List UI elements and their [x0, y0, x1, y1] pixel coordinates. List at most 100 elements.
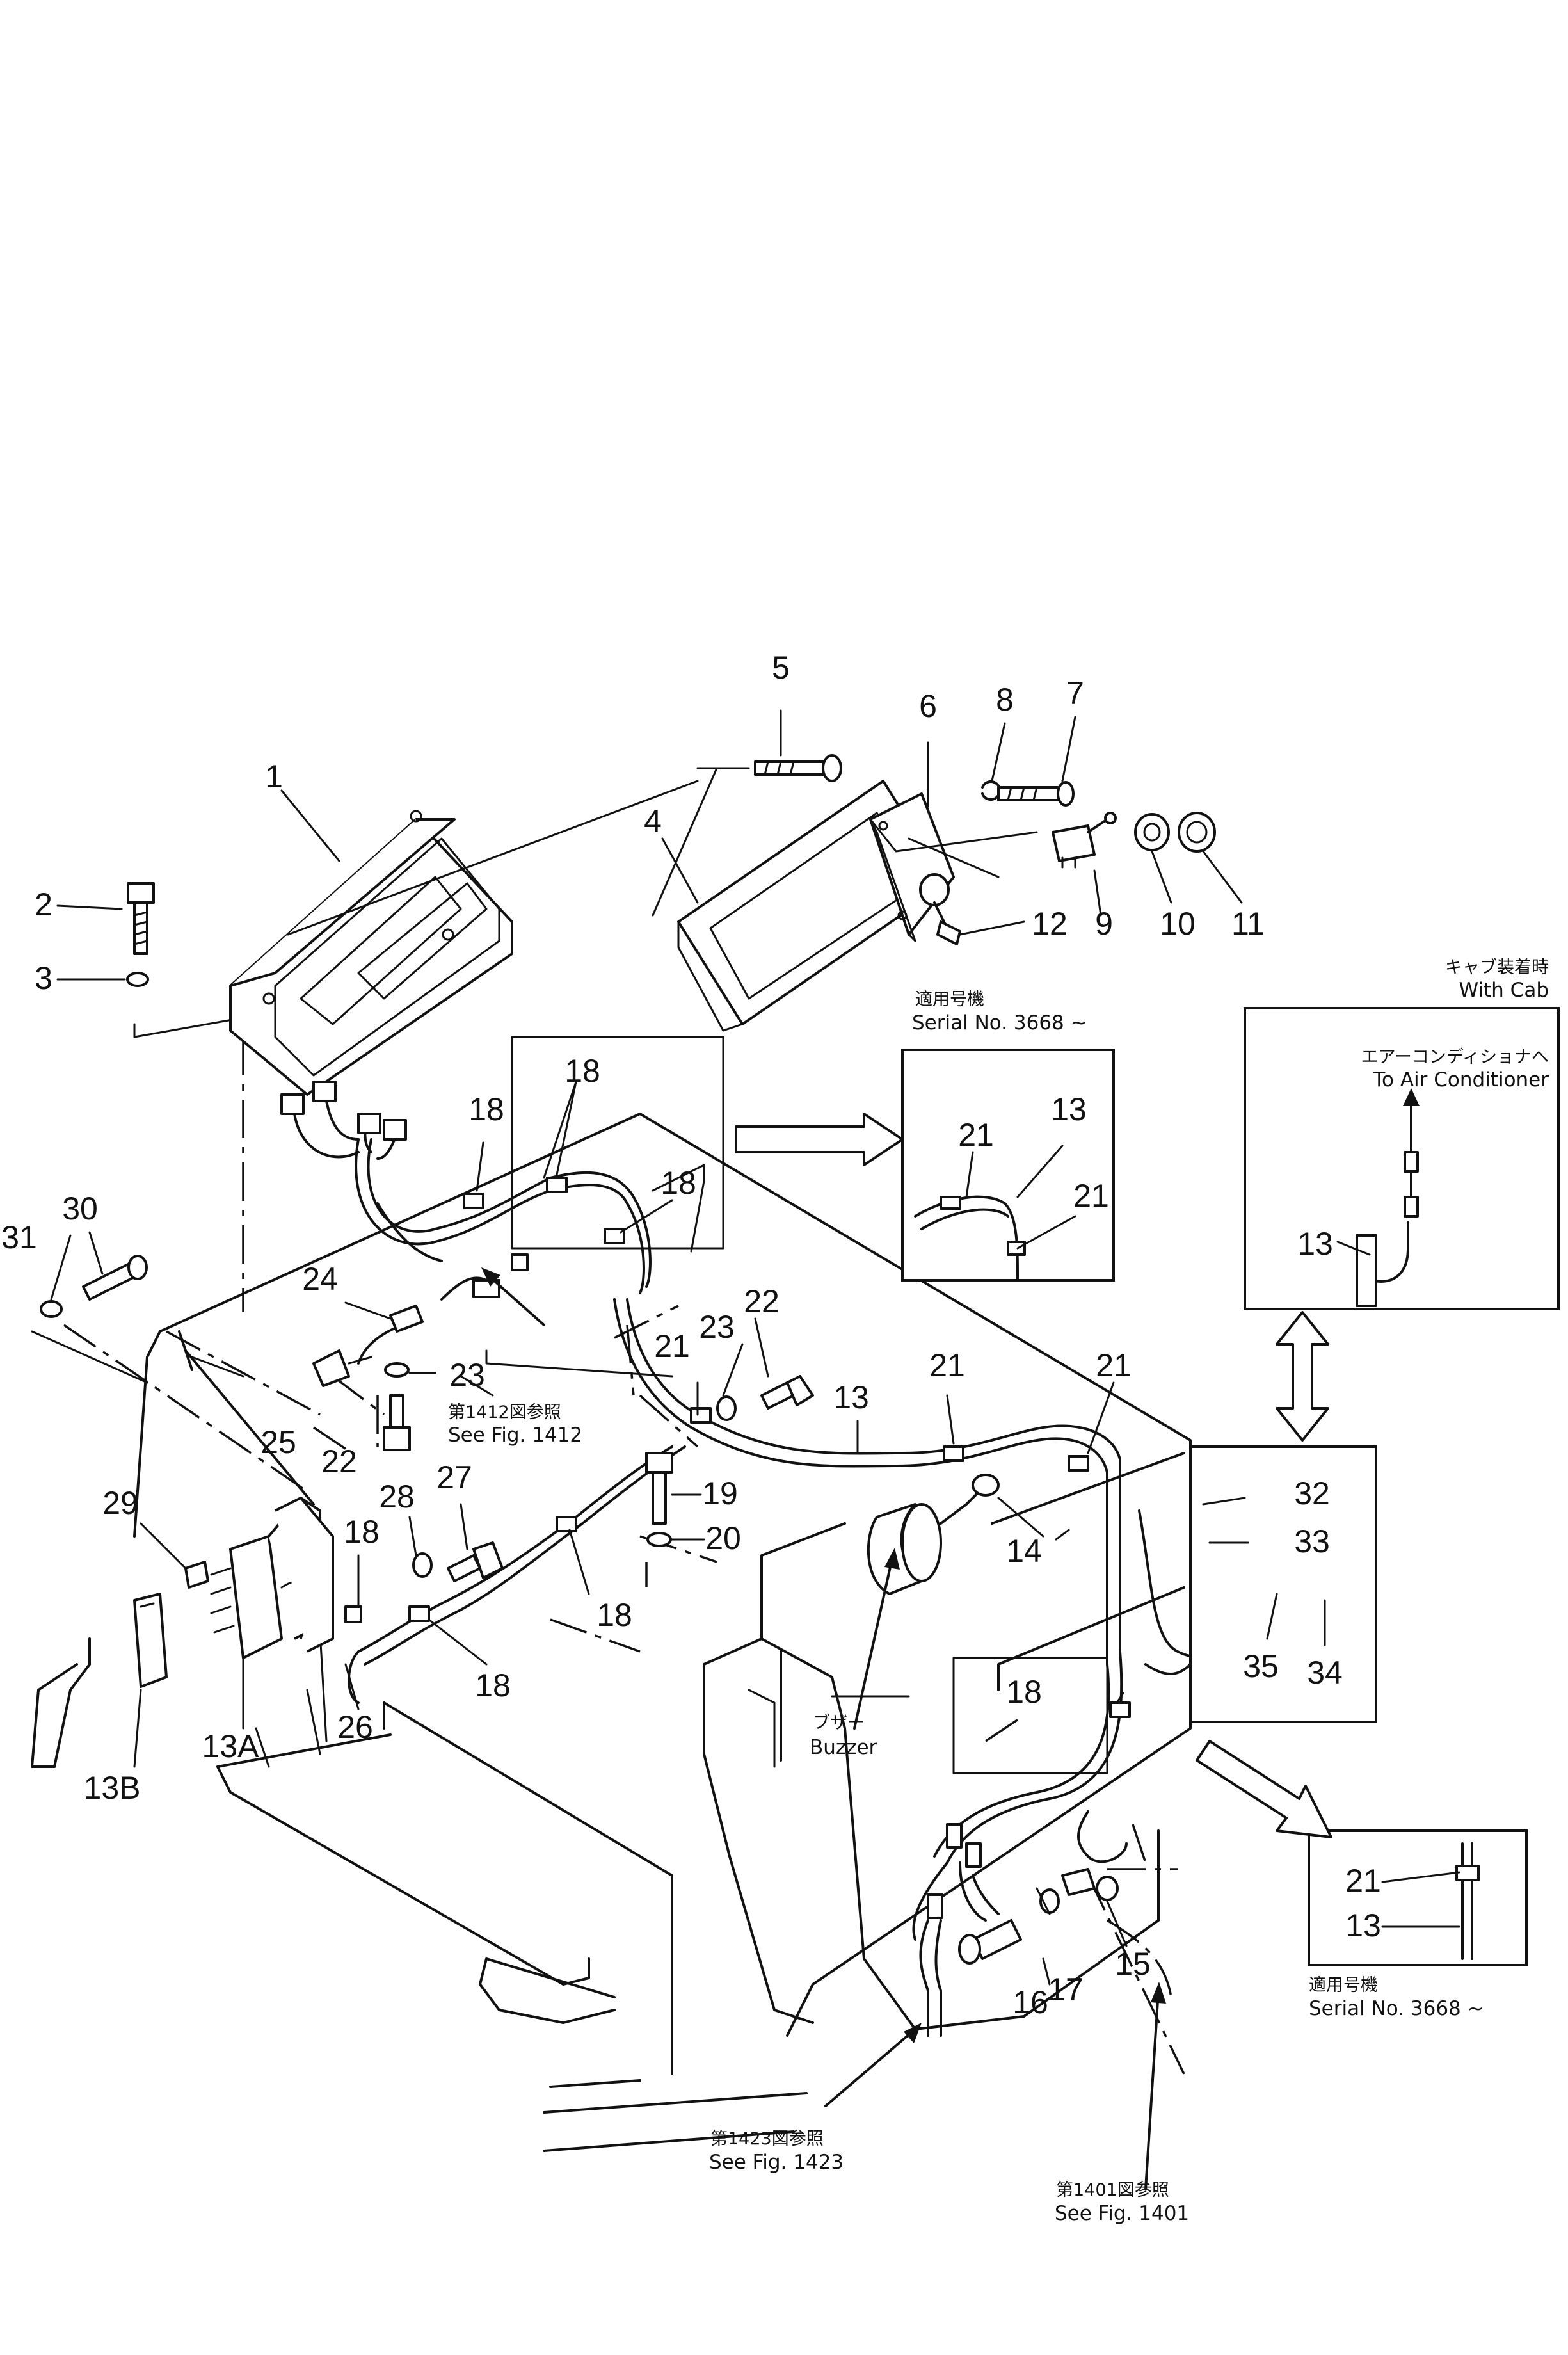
callout-2: 2	[35, 887, 52, 922]
inset-clamp-serial-content	[914, 1195, 1026, 1282]
callout-21-inset-b: 21	[1073, 1178, 1109, 1214]
note-fig-1401-jp: 第1401図参照	[1056, 2180, 1169, 2200]
washer-part-31	[40, 1300, 63, 1318]
callout-13-cab: 13	[1297, 1226, 1333, 1262]
callout-13a: 13A	[202, 1728, 260, 1764]
callout-3: 3	[35, 960, 52, 996]
note-fig-1412-jp: 第1412図参照	[448, 1403, 561, 1422]
callout-21-b: 21	[929, 1347, 965, 1383]
callout-12: 12	[1032, 906, 1068, 942]
note-serial-bottom-jp: 適用号機	[1309, 1975, 1378, 1995]
callout-8: 8	[996, 682, 1014, 718]
callout-25: 25	[260, 1424, 296, 1460]
note-fig-1412-en: See Fig. 1412	[448, 1424, 582, 1447]
note-buzzer-jp: ブザー	[813, 1713, 865, 1733]
callout-18-g: 18	[1006, 1674, 1042, 1710]
callout-labels: 1 2 3 4 5 6 8 7 12 9 10 11 18 18 18 30 3…	[1, 650, 1381, 2020]
callout-22-b: 22	[744, 1283, 780, 1319]
callout-27: 27	[436, 1459, 472, 1495]
note-with-cab-en: With Cab	[1459, 979, 1549, 1002]
arrow-to-inset-bottom	[1196, 1740, 1332, 1838]
note-buzzer-en: Buzzer	[810, 1736, 877, 1759]
callout-6: 6	[919, 688, 937, 724]
screw-part-5	[754, 754, 842, 782]
inset-clamp-lower	[952, 1657, 1108, 1774]
callout-29: 29	[102, 1485, 138, 1521]
callout-18-a: 18	[564, 1053, 600, 1089]
callout-13b: 13B	[84, 1770, 141, 1806]
callout-9: 9	[1095, 906, 1113, 942]
nut-part-10	[1134, 813, 1170, 851]
bolt-part-22-lower	[383, 1394, 411, 1451]
callout-26: 26	[337, 1709, 373, 1745]
machine-body	[31, 1017, 1192, 2152]
bolt-part-30	[82, 1255, 148, 1301]
callout-5: 5	[772, 650, 790, 686]
callout-17: 17	[1048, 1972, 1084, 2007]
callout-10: 10	[1160, 906, 1196, 942]
notes: 適用号機 Serial No. 3668 ~ キャブ装着時 With Cab エ…	[448, 958, 1549, 2225]
double-arrow	[1276, 1311, 1329, 1442]
callout-31: 31	[1, 1219, 37, 1255]
callout-13-inset-top: 13	[1051, 1091, 1087, 1127]
callout-32: 32	[1294, 1475, 1330, 1511]
sensor-part-25	[312, 1349, 372, 1387]
note-fig-1423-jp: 第1423図参照	[710, 2129, 824, 2149]
note-serial-top-en: Serial No. 3668 ~	[912, 1011, 1087, 1034]
bolt-part-16	[958, 1919, 1022, 1965]
callout-18-c: 18	[660, 1165, 696, 1201]
toggle-switch	[1052, 812, 1117, 869]
callout-18-d: 18	[344, 1514, 380, 1550]
washer-part-3	[126, 972, 149, 987]
callout-18-f: 18	[475, 1668, 511, 1703]
note-serial-bottom-en: Serial No. 3668 ~	[1309, 1997, 1484, 2020]
washer-part-28	[412, 1552, 433, 1578]
arrow-to-inset-top	[735, 1113, 904, 1166]
callout-33: 33	[1294, 1523, 1330, 1559]
inset-harness-top	[511, 1036, 724, 1250]
callout-35: 35	[1243, 1648, 1279, 1684]
key-switch	[919, 873, 961, 945]
callout-24: 24	[302, 1261, 338, 1297]
bolt-part-27	[447, 1541, 504, 1582]
callout-11: 11	[1231, 906, 1265, 942]
note-air-conditioner-jp: エアーコンディショナへ	[1361, 1047, 1549, 1067]
callout-21-inset-bottom: 21	[1345, 1863, 1381, 1899]
inset-with-cab	[1244, 1007, 1560, 1310]
note-serial-top-jp: 適用号機	[915, 990, 984, 1009]
leader-lines	[50, 709, 1460, 2190]
callout-20: 20	[705, 1520, 741, 1556]
callout-21-c: 21	[1096, 1347, 1132, 1383]
instrument-panel-housing	[229, 810, 513, 1096]
bolt-part-22-upper	[760, 1375, 814, 1410]
screw-part-7	[997, 781, 1075, 807]
callout-13-main: 13	[833, 1379, 869, 1415]
washer-part-20	[646, 1532, 672, 1547]
washer-part-23-lower	[384, 1362, 410, 1378]
callout-7: 7	[1066, 675, 1084, 711]
wiring-harness	[293, 1100, 1236, 2037]
callout-21-a: 21	[654, 1328, 690, 1364]
connector-part-29	[184, 1561, 209, 1589]
bolt-part-19	[645, 1452, 673, 1525]
callout-34: 34	[1307, 1655, 1343, 1691]
note-air-conditioner-en: To Air Conditioner	[1372, 1068, 1549, 1091]
note-fig-1401-en: See Fig. 1401	[1055, 2202, 1189, 2225]
callout-13-inset-bottom: 13	[1345, 1908, 1381, 1943]
callout-23-b: 23	[699, 1309, 735, 1345]
knob-part-11	[1178, 812, 1216, 853]
callout-1: 1	[265, 759, 283, 794]
callout-22-a: 22	[321, 1443, 357, 1479]
harness-connectors	[280, 1081, 982, 1919]
washer-part-23-upper	[716, 1395, 737, 1421]
callout-15: 15	[1115, 1946, 1151, 1982]
bracket-part-26	[275, 1497, 334, 1653]
cover-13b	[133, 1593, 168, 1688]
callout-18-e: 18	[596, 1597, 632, 1633]
clamps	[344, 1177, 1131, 1718]
bolt-part-2	[127, 882, 155, 955]
callout-21-inset-a: 21	[958, 1117, 994, 1153]
note-fig-1423-en: See Fig. 1423	[709, 2151, 844, 2174]
callout-23-a: 23	[449, 1357, 485, 1393]
